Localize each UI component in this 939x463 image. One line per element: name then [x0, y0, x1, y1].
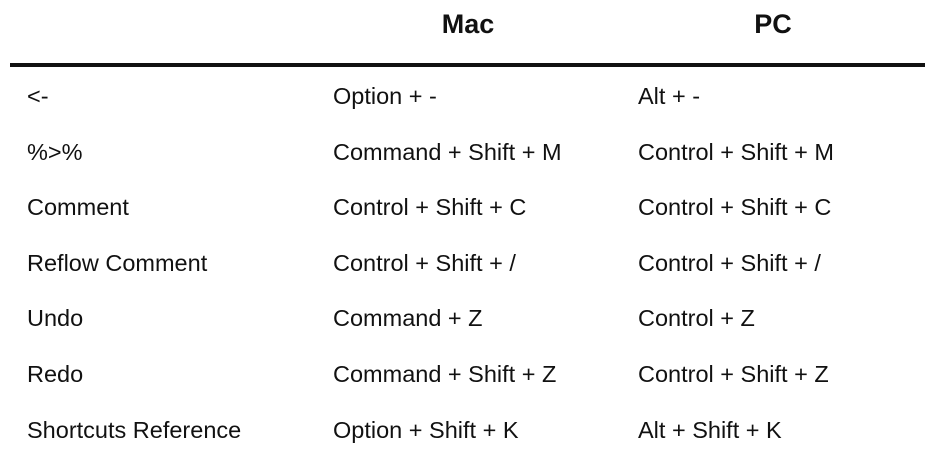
action-cell: Redo	[27, 360, 84, 387]
table-header: Mac PC	[0, 0, 939, 48]
pc-shortcut-cell: Control + Shift + /	[638, 249, 821, 276]
mac-shortcut-cell: Control + Shift + /	[333, 249, 516, 276]
table-row: Undo Command + Z Control + Z	[0, 292, 939, 348]
header-pc: PC	[754, 9, 792, 39]
action-cell: Reflow Comment	[27, 249, 208, 276]
pc-shortcut-cell: Control + Z	[638, 305, 755, 332]
table-row: Reflow Comment Control + Shift + / Contr…	[0, 237, 939, 293]
table-row: Shortcuts Reference Option + Shift + K A…	[0, 404, 939, 460]
mac-shortcut-cell: Command + Shift + Z	[333, 360, 557, 387]
header-mac: Mac	[441, 9, 495, 39]
table-row: Redo Command + Shift + Z Control + Shift…	[0, 348, 939, 404]
pc-shortcut-cell: Control + Shift + C	[638, 194, 832, 221]
mac-shortcut-cell: Option + -	[333, 83, 437, 109]
header-divider	[10, 63, 925, 67]
action-cell: Comment	[27, 194, 129, 221]
mac-shortcut-cell: Option + Shift + K	[333, 416, 519, 443]
table-row: Comment Control + Shift + C Control + Sh…	[0, 181, 939, 237]
table-row: <- Option + - Alt + -	[0, 70, 939, 126]
table-body: <- Option + - Alt + - %>% Command + Shif…	[0, 70, 939, 459]
pc-shortcut-cell: Control + Shift + M	[638, 138, 834, 165]
action-cell: Shortcuts Reference	[27, 416, 242, 443]
action-cell: %>%	[27, 138, 83, 165]
pc-shortcut-cell: Control + Shift + Z	[638, 360, 829, 387]
mac-shortcut-cell: Command + Shift + M	[333, 138, 562, 165]
pc-shortcut-cell: Alt + Shift + K	[638, 416, 782, 443]
pc-shortcut-cell: Alt + -	[638, 83, 701, 109]
action-cell: Undo	[27, 305, 84, 332]
action-cell: <-	[27, 83, 49, 109]
mac-shortcut-cell: Command + Z	[333, 305, 483, 332]
mac-shortcut-cell: Control + Shift + C	[333, 194, 527, 221]
table-row: %>% Command + Shift + M Control + Shift …	[0, 126, 939, 182]
